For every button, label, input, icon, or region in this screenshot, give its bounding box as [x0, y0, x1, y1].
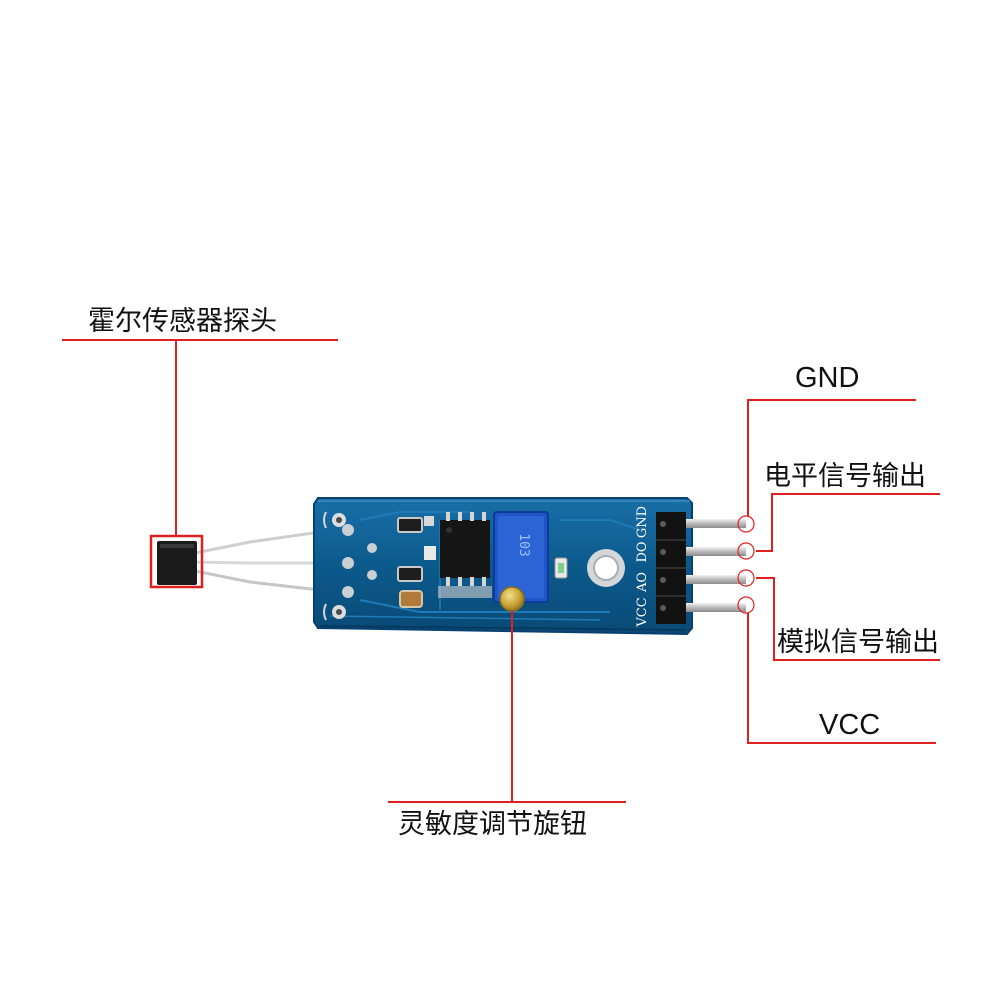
comparator-ic	[438, 512, 492, 598]
hall-sensor-body	[157, 541, 197, 585]
gnd-label: GND	[795, 362, 860, 394]
vcc-label: VCC	[819, 709, 881, 741]
pin-tip-markers	[737, 515, 755, 614]
leader-lines	[62, 339, 940, 803]
pcb-board: 103 GND DO AO VCC	[313, 497, 693, 636]
analog-output-label: 模拟信号输出	[777, 627, 939, 658]
hall-probe-label: 霍尔传感器探头	[88, 306, 277, 337]
adjustment-screw-icon	[499, 586, 525, 612]
pin-header	[656, 512, 686, 624]
pin-label-do: DO	[635, 541, 650, 562]
header-pins	[686, 519, 746, 612]
digital-output-label: 电平信号输出	[764, 461, 926, 492]
pin-label-ao: AO	[635, 572, 650, 593]
pin-label-vcc: VCC	[635, 597, 650, 627]
sensitivity-knob-label: 灵敏度调节旋钮	[398, 809, 587, 840]
trimmer-marking: 103	[516, 533, 531, 556]
trimmer-potentiometer: 103	[493, 511, 549, 612]
pin-label-gnd: GND	[635, 506, 650, 538]
